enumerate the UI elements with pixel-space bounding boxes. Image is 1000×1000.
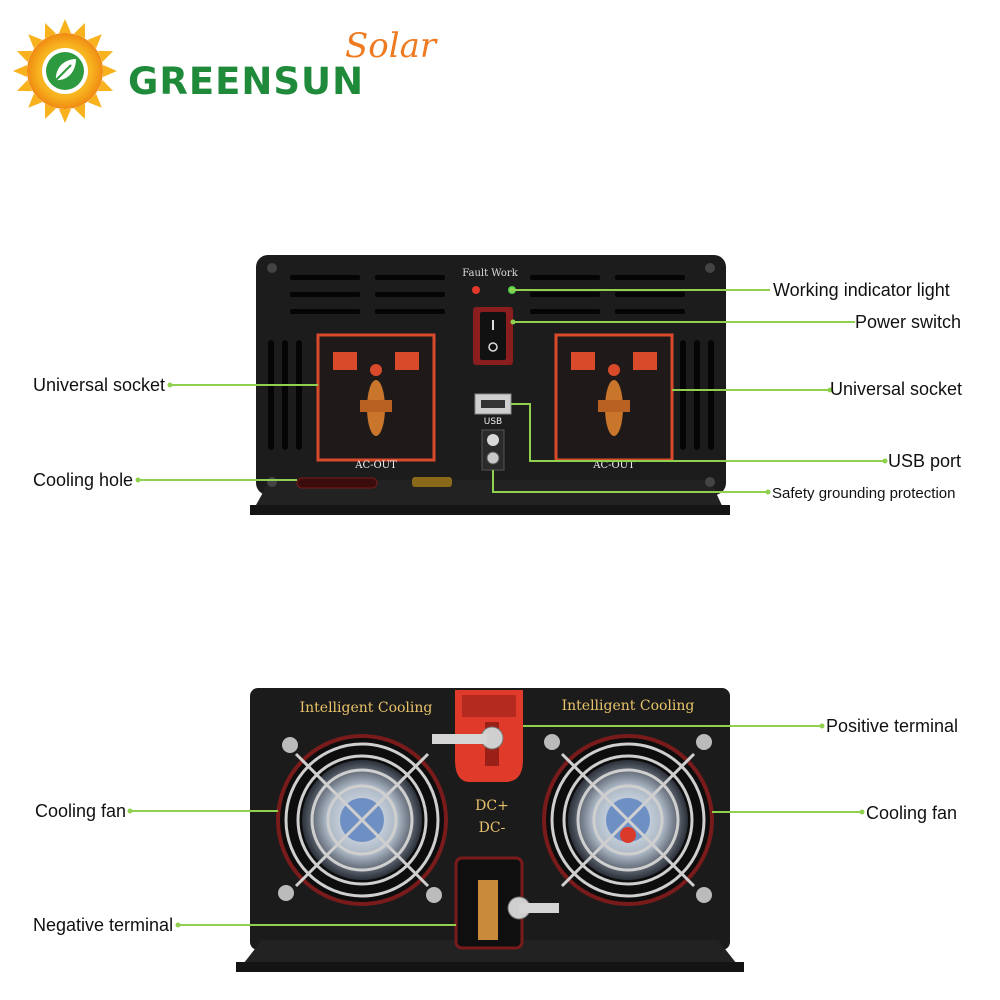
ground-symbol-icon	[486, 451, 500, 465]
right-cooling-text: Intelligent Cooling	[562, 698, 695, 714]
callout-universal-socket-right: Universal socket	[830, 379, 963, 399]
callout-usb-port: USB port	[888, 451, 962, 471]
callout-universal-socket-left: Universal socket	[33, 375, 166, 395]
brand-name: GREENSUN	[128, 60, 365, 103]
front-panel: Fault Work AC-OUT AC-OUT	[250, 255, 730, 515]
fault-led	[472, 286, 480, 294]
cooling-hole	[296, 477, 378, 489]
callout-safety-grounding: Safety grounding protection	[772, 485, 956, 502]
callout-negative-terminal: Negative terminal	[33, 915, 174, 935]
cooling-fan-right	[542, 734, 714, 906]
back-panel: Intelligent Cooling Intelligent Cooling	[236, 688, 744, 972]
usb-text: USB	[484, 417, 502, 427]
universal-socket-left[interactable]	[316, 333, 436, 462]
brand-sub: Solar	[345, 26, 437, 66]
callout-cooling-fan-left: Cooling fan	[35, 801, 127, 821]
dc-positive-text: DC+	[475, 798, 509, 814]
left-socket-label: AC-OUT	[354, 460, 397, 471]
greensun-logo: GREENSUN Solar	[10, 14, 440, 124]
left-cooling-text: Intelligent Cooling	[300, 700, 433, 716]
universal-socket-right[interactable]	[554, 333, 674, 462]
right-socket-label: AC-OUT	[592, 460, 635, 471]
cooling-fan-left	[276, 734, 448, 906]
callout-working-indicator: Working indicator light	[773, 280, 950, 300]
callout-positive-terminal: Positive terminal	[826, 716, 959, 736]
positive-terminal	[432, 690, 523, 782]
callout-cooling-fan-right: Cooling fan	[866, 803, 958, 823]
indicator-text: Fault Work	[462, 268, 518, 279]
callout-cooling-hole: Cooling hole	[33, 470, 134, 490]
negative-terminal	[454, 856, 559, 950]
sun-leaf-icon	[13, 19, 117, 123]
grounding-screw	[487, 434, 499, 446]
dc-negative-text: DC-	[479, 820, 506, 836]
callout-power-switch: Power switch	[855, 312, 962, 332]
